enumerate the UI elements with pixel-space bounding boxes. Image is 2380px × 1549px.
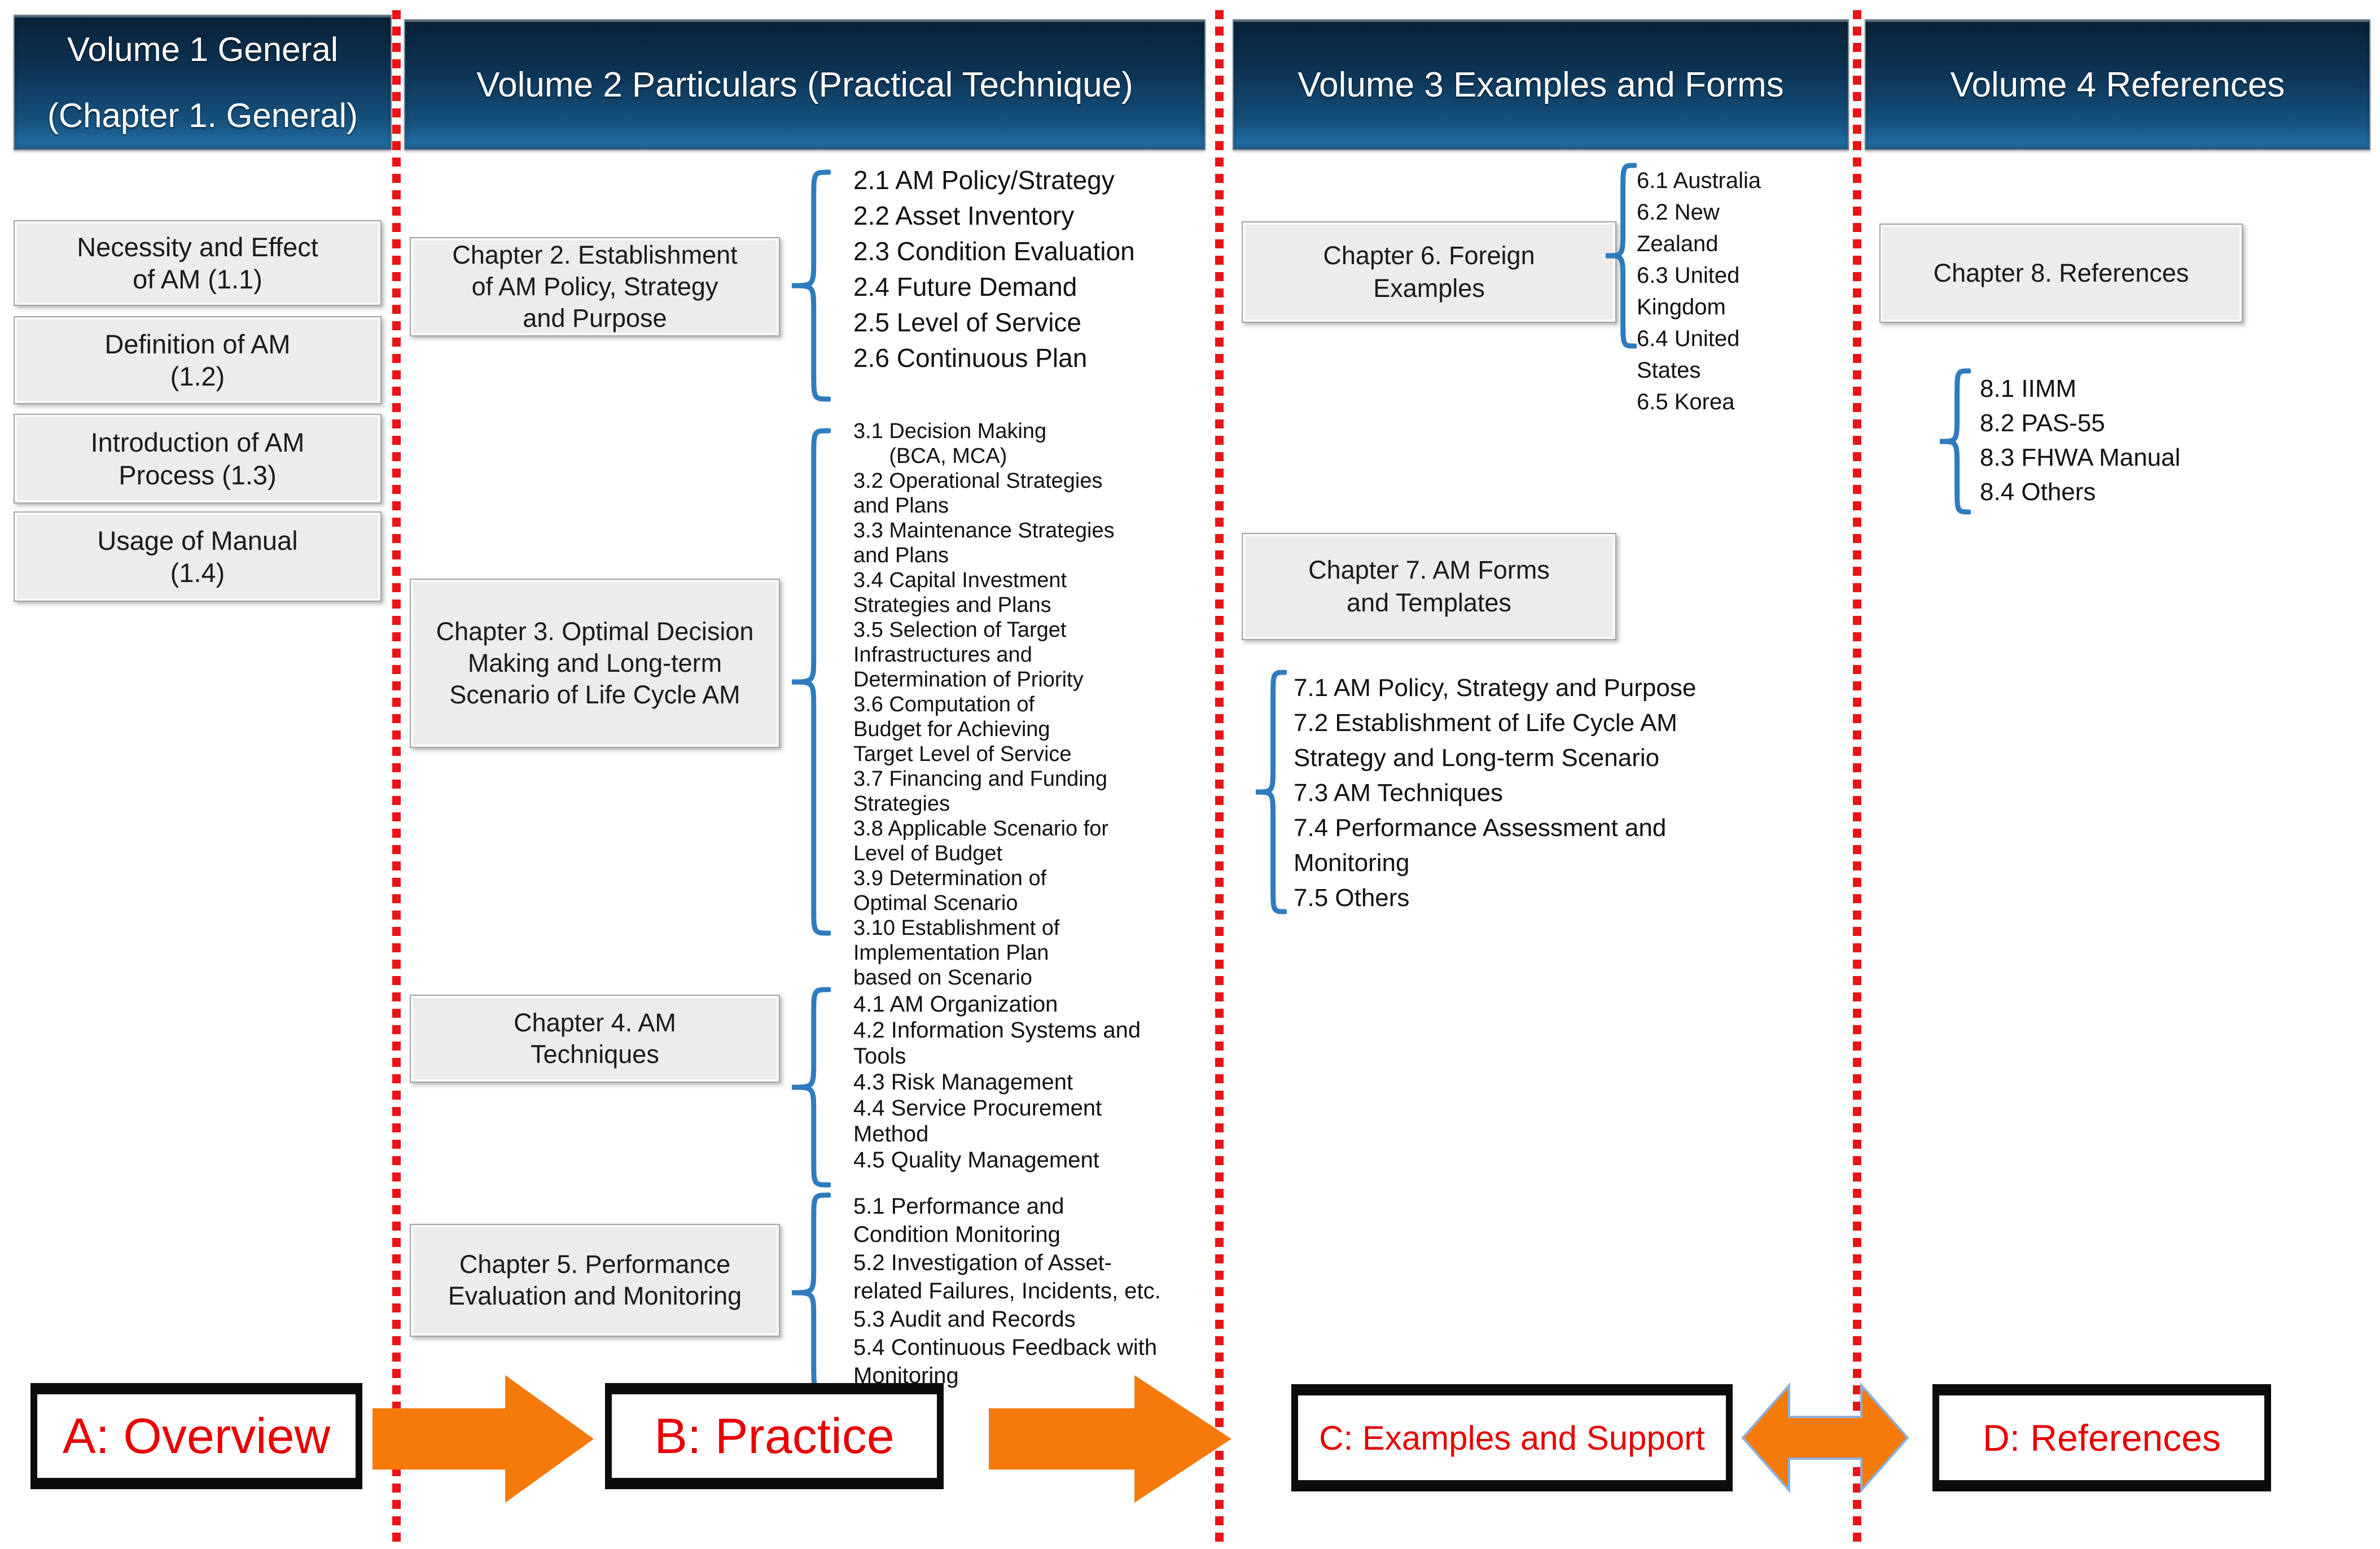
- list-item: 5.2 Investigation of Asset- related Fail…: [853, 1250, 1161, 1303]
- chapter-4-box: Chapter 4. AM Techniques: [410, 995, 780, 1083]
- list-item: 6.4 United States: [1637, 326, 1740, 383]
- chapter-7-box: Chapter 7. AM Forms and Templates: [1242, 533, 1616, 640]
- list-item: 7.3 AM Techniques: [1294, 779, 1503, 807]
- list-item: 8.1 IIMM: [1980, 375, 2077, 402]
- list-item: 3.4 Capital Investment Strategies and Pl…: [853, 568, 1067, 617]
- section-box-1-2: Definition of AM (1.2): [14, 316, 382, 404]
- chapter-8-item-list: 8.1 IIMM 8.2 PAS-55 8.3 FHWA Manual 8.4 Oth…: [1980, 371, 2352, 509]
- flow-arrow-b-to-c-icon: [989, 1375, 1231, 1503]
- chapter-3-item-list: 3.1 Decision Making (BCA, MCA)3.2 Operat…: [853, 419, 1248, 990]
- list-item: 4.4 Service Procurement Method: [853, 1096, 1102, 1147]
- volume-1-header: Volume 1 General (Chapter 1. General): [14, 15, 392, 150]
- list-item: 2.3 Condition Evaluation: [853, 237, 1135, 266]
- list-item: 3.2 Operational Strategies and Plans: [853, 469, 1103, 518]
- list-item: 6.2 New Zealand: [1637, 200, 1720, 256]
- list-item: 6.3 United Kingdom: [1637, 263, 1740, 320]
- chapter-6-brace-icon: [1604, 163, 1638, 349]
- list-item: 7.4 Performance Assessment and Monitorin…: [1294, 814, 1667, 877]
- chapter-2-brace-icon: [790, 169, 832, 402]
- list-item: 3.9 Determination of Optimal Scenario: [853, 867, 1047, 915]
- section-box-1-4: Usage of Manual (1.4): [14, 511, 382, 602]
- footer-box-d-references: D: References: [1932, 1384, 2271, 1491]
- list-item: 5.3 Audit and Records: [853, 1307, 1076, 1332]
- list-item: 2.1 AM Policy/Strategy: [853, 165, 1115, 195]
- list-item: 7.5 Others: [1294, 884, 1410, 912]
- chapter-5-item-list: 5.1 Performance and Condition Monitoring…: [853, 1192, 1248, 1390]
- section-box-1-1: Necessity and Effect of AM (1.1): [14, 220, 382, 306]
- list-item: 8.4 Others: [1980, 478, 2096, 506]
- chapter-3-brace-icon: [790, 428, 832, 936]
- footer-box-a-overview: A: Overview: [30, 1383, 362, 1489]
- double-arrow-c-d-icon: [1741, 1364, 1910, 1512]
- list-item: 7.1 AM Policy, Strategy and Purpose: [1294, 674, 1697, 702]
- list-item: 3.1 Decision Making (BCA, MCA): [853, 419, 1047, 468]
- list-item: 8.3 FHWA Manual: [1980, 444, 2181, 471]
- chapter-7-brace-icon: [1254, 670, 1288, 914]
- list-item: 3.3 Maintenance Strategies and Plans: [853, 519, 1115, 567]
- chapter-2-item-list: 2.1 AM Policy/Strategy 2.2 Asset Inventor…: [853, 163, 1226, 376]
- footer-box-b-practice: B: Practice: [605, 1383, 944, 1489]
- chapter-5-box: Chapter 5. Performance Evaluation and Mo…: [410, 1224, 780, 1337]
- dotted-separator-3: [1853, 10, 1861, 1542]
- list-item: 5.1 Performance and Condition Monitoring: [853, 1194, 1064, 1247]
- chapter-4-brace-icon: [790, 987, 832, 1188]
- list-item: 3.6 Computation of Budget for Achieving …: [853, 693, 1072, 766]
- volume-3-header: Volume 3 Examples and Forms: [1233, 19, 1849, 150]
- chapter-8-brace-icon: [1938, 368, 1972, 515]
- list-item: 7.2 Establishment of Life Cycle AM Strat…: [1294, 709, 1677, 772]
- list-item: 3.8 Applicable Scenario for Level of Bud…: [853, 817, 1109, 865]
- flow-arrow-a-to-b-icon: [372, 1375, 594, 1503]
- list-item: 6.5 Korea: [1637, 390, 1735, 414]
- chapter-6-item-list: 6.1 Australia 6.2 New Zealand 6.3 United K…: [1637, 165, 1851, 418]
- list-item: 6.1 Australia: [1637, 168, 1761, 193]
- list-item: 2.5 Level of Service: [853, 308, 1082, 337]
- volume-4-header: Volume 4 References: [1865, 19, 2370, 150]
- list-item: 2.2 Asset Inventory: [853, 201, 1075, 230]
- list-item: 3.10 Establishment of Implementation Pla…: [853, 916, 1060, 990]
- chapter-7-item-list: 7.1 AM Policy, Strategy and Purpose 7.2 E…: [1294, 671, 1835, 916]
- chapter-3-box: Chapter 3. Optimal Decision Making and L…: [410, 579, 780, 748]
- list-item: 4.1 AM Organization: [853, 992, 1058, 1017]
- footer-box-c-examples-support: C: Examples and Support: [1291, 1384, 1733, 1491]
- list-item: 2.4 Future Demand: [853, 272, 1077, 301]
- list-item: 4.3 Risk Management: [853, 1070, 1073, 1095]
- chapter-8-box: Chapter 8. References: [1879, 224, 2243, 323]
- section-box-1-3: Introduction of AM Process (1.3): [14, 414, 382, 504]
- list-item: 4.5 Quality Management: [853, 1148, 1099, 1172]
- dotted-separator-1: [392, 10, 401, 1542]
- chapter-6-box: Chapter 6. Foreign Examples: [1242, 221, 1616, 323]
- chapter-2-box: Chapter 2. Establishment of AM Policy, S…: [410, 237, 780, 336]
- list-item: 2.6 Continuous Plan: [853, 343, 1088, 373]
- list-item: 5.4 Continuous Feedback with Monitoring: [853, 1335, 1158, 1388]
- list-item: 8.2 PAS-55: [1980, 409, 2105, 437]
- dotted-separator-2: [1215, 10, 1224, 1542]
- list-item: 3.7 Financing and Funding Strategies: [853, 767, 1107, 816]
- list-item: 3.5 Selection of Target Infrastructures …: [853, 618, 1084, 692]
- volume-2-header: Volume 2 Particulars (Practical Techniqu…: [404, 19, 1206, 150]
- chapter-5-brace-icon: [790, 1192, 832, 1393]
- list-item: 4.2 Information Systems and Tools: [853, 1018, 1141, 1069]
